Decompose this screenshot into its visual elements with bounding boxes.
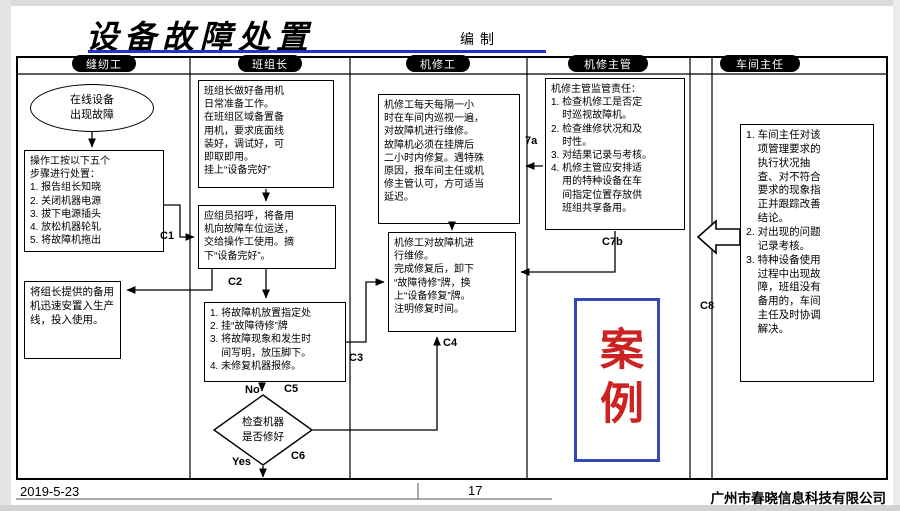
connector-label-c3: C3 xyxy=(349,352,364,364)
flow-node-operator-steps: 操作工按以下五个 步骤进行处置： 1. 报告组长知晓 2. 关闭机器电源 3. … xyxy=(24,150,164,252)
flow-node-mechanic-repair: 机修工对故障机进 行维修。 完成修复后，卸下 “故障待修”牌，换 上“设备修复”… xyxy=(388,232,516,332)
flow-node-place-backup: 将组长提供的备用 机迅速安置入生产 线，投入使用。 xyxy=(24,281,121,359)
lane-header-workshop-director: 车间主任 xyxy=(720,55,800,72)
compile-label: 编制 xyxy=(460,31,500,47)
connector-label-c1: C1 xyxy=(160,230,175,242)
flow-node-leader-prepare: 班组长做好备用机 日常准备工作。 在班组区域备置备 用机，要求底面线 装好，调试… xyxy=(198,80,334,188)
case-stamp-text: 案例 xyxy=(593,326,642,434)
flow-node-mechanic-patrol: 机修工每天每隔一小 时在车间内巡视一遍， 对故障机进行维修。 故障机必须在挂牌后… xyxy=(378,94,520,224)
flow-node-director-duty: 1. 车间主任对该 项管理要求的 执行状况抽 查、对不符合 要求的现象指 正并跟… xyxy=(740,124,874,382)
connector-label-c2: C2 xyxy=(228,276,243,288)
flow-node-check-repaired: 检查机器 是否修好 xyxy=(242,416,284,443)
connector-label-7a: 7a xyxy=(525,135,538,147)
flow-node-fault-handling: 1. 将故障机放置指定处 2. 挂“故障待修”牌 3. 将故障现象和发生时 间写… xyxy=(204,302,346,382)
case-stamp: 案例 xyxy=(574,298,660,462)
connector-label-c4: C4 xyxy=(443,337,458,349)
footer-date: 2019-5-23 xyxy=(20,484,80,499)
flow-node-supervisor-duty: 机修主管监管责任： 1. 检查机修工是否定 时巡视故障机。 2. 检查维修状况和… xyxy=(545,78,685,230)
page-title: 设备故障处置 xyxy=(86,19,315,55)
connector-label-c6: C6 xyxy=(291,450,306,462)
scan-edge-bottom xyxy=(0,505,900,511)
footer-company: 广州市春晓信息科技有限公司 xyxy=(710,491,887,506)
connector-label-c8: C8 xyxy=(700,300,715,312)
lane-header-sewing-worker: 缝纫工 xyxy=(72,55,136,72)
lane-header-mechanic-supervisor: 机修主管 xyxy=(568,55,648,72)
flow-node-leader-deliver: 应组员招呼，将备用 机向故障车位运送， 交给操作工使用。摘 下“设备完好”。 xyxy=(198,205,336,269)
footer-page-number: 17 xyxy=(468,483,483,498)
flow-node-start: 在线设备 出现故障 xyxy=(30,84,154,132)
scan-edge-left xyxy=(0,0,11,511)
branch-label-yes: Yes xyxy=(232,456,251,468)
lane-header-team-leader: 班组长 xyxy=(238,55,302,72)
scan-edge-top xyxy=(0,0,900,6)
branch-label-no: No xyxy=(245,384,260,396)
connector-label-c5: C5 xyxy=(284,383,299,395)
lane-header-mechanic: 机修工 xyxy=(406,55,470,72)
connector-label-c7b: C7b xyxy=(602,236,623,248)
title-underline xyxy=(88,50,546,53)
scan-edge-right xyxy=(893,0,900,511)
